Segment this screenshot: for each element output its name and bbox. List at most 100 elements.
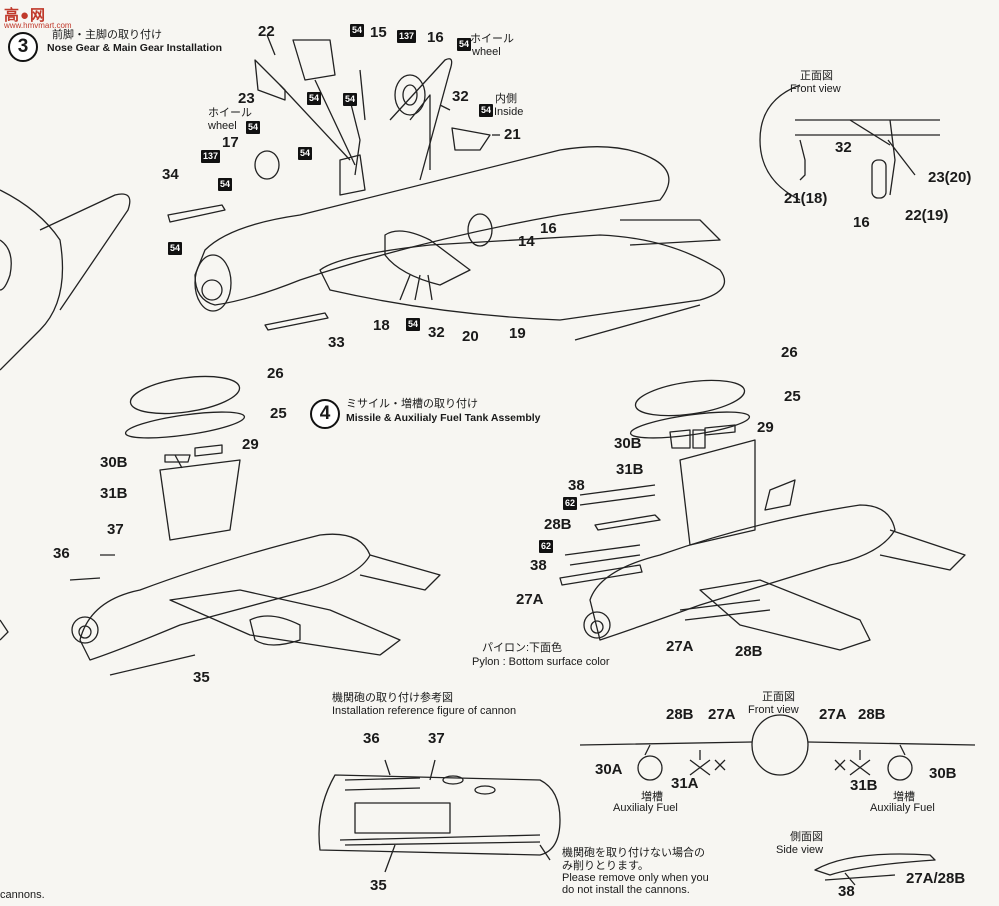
wheel-label-en-a: wheel <box>472 46 501 58</box>
left-part-25: 25 <box>270 405 287 422</box>
fv-part-32: 32 <box>835 139 852 156</box>
step-4-title-jp: ミサイル・増槽の取り付け <box>346 398 478 410</box>
right-part-29: 29 <box>757 419 774 436</box>
part-16a: 16 <box>427 29 444 46</box>
step4-right-aircraft <box>559 379 966 651</box>
color-badge-137: 137 <box>397 30 417 43</box>
wheel-label-jp-a: ホイール <box>470 33 514 45</box>
part-16b: 16 <box>540 220 557 237</box>
color-badge-54: 54 <box>350 24 365 37</box>
fv-part-30b: 30B <box>929 765 957 782</box>
step4-front-view <box>579 714 976 781</box>
part-17: 17 <box>222 134 239 151</box>
right-part-28b: 28B <box>544 516 572 533</box>
color-badge-54h: 54 <box>218 178 233 191</box>
cannon-part-37: 37 <box>428 730 445 747</box>
fv-part-16: 16 <box>853 214 870 231</box>
color-badge-54f: 54 <box>246 121 261 134</box>
part-18: 18 <box>373 317 390 334</box>
step-3-number: 3 <box>8 32 38 62</box>
right-part-26: 26 <box>781 344 798 361</box>
color-badge-54c: 54 <box>307 92 322 105</box>
left-part-36: 36 <box>53 545 70 562</box>
part-14: 14 <box>518 233 535 250</box>
step3-fuselage <box>167 34 726 341</box>
side-part-27a-28b: 27A/28B <box>906 870 966 887</box>
left-part-37: 37 <box>107 521 124 538</box>
color-badge-54i: 54 <box>168 242 183 255</box>
inside-label-jp: 内側 <box>495 93 517 105</box>
step3-front-view <box>759 84 940 201</box>
fv-part-31b: 31B <box>850 777 878 794</box>
part-15: 15 <box>370 24 387 41</box>
fv-part-28b-a: 28B <box>666 706 694 723</box>
right-part-38b: 38 <box>530 557 547 574</box>
cannon-part-35: 35 <box>370 877 387 894</box>
wheel-label-en-b: wheel <box>208 120 237 132</box>
step4-left-aircraft <box>69 375 441 676</box>
cannon-title-jp: 機関砲の取り付け参考図 <box>332 692 453 704</box>
cannon-part-36: 36 <box>363 730 380 747</box>
step-3-title-jp: 前脚・主脚の取り付け <box>52 29 162 41</box>
front-view-jp-b: 正面図 <box>762 691 795 703</box>
pylon-note-jp: パイロン:下面色 <box>482 642 563 654</box>
color-badge-137b: 137 <box>201 150 221 163</box>
right-part-38a: 38 <box>568 477 585 494</box>
fv-part-23: 23(20) <box>928 169 972 186</box>
step-3-title-en: Nose Gear & Main Gear Installation <box>47 42 223 54</box>
color-badge-54g: 54 <box>298 147 313 160</box>
pylon-note-en: Pylon : Bottom surface color <box>472 656 610 668</box>
left-part-31b: 31B <box>100 485 128 502</box>
part-33: 33 <box>328 334 345 351</box>
logo-text: 高●网 <box>4 7 47 24</box>
part-23: 23 <box>238 90 255 107</box>
side-part-38: 38 <box>838 883 855 900</box>
partial-aircraft-left <box>0 189 131 641</box>
right-part-30b: 30B <box>614 435 642 452</box>
side-view-en: Side view <box>776 844 824 856</box>
side-view-jp: 側面図 <box>790 831 823 843</box>
cannon-note-en-2: do not install the cannons. <box>562 884 690 896</box>
site-logo: 高●网 <box>4 4 46 25</box>
fv-part-27a-a: 27A <box>708 706 736 723</box>
fv-part-30a: 30A <box>595 761 623 778</box>
left-part-29: 29 <box>242 436 259 453</box>
fv-part-31a: 31A <box>671 775 699 792</box>
part-21: 21 <box>504 126 521 143</box>
right-part-25: 25 <box>784 388 801 405</box>
left-part-30b: 30B <box>100 454 128 471</box>
logo-subtext: www.hmvmart.com <box>4 21 72 30</box>
color-badge-54b: 54 <box>457 38 472 51</box>
left-cut-text: cannons. <box>0 889 45 901</box>
right-part-31b: 31B <box>616 461 644 478</box>
cannon-reference <box>318 759 561 873</box>
step-4-number: 4 <box>310 399 340 429</box>
part-32a: 32 <box>452 88 469 105</box>
front-view-en-b: Front view <box>748 704 799 716</box>
part-20: 20 <box>462 328 479 345</box>
aux-fuel-en-a: Auxilialy Fuel <box>613 802 678 814</box>
right-part-28b-2: 28B <box>735 643 763 660</box>
wheel-label-jp-b: ホイール <box>208 107 252 119</box>
cannon-note-jp-1: 機関砲を取り付けない場合の <box>562 847 705 859</box>
color-badge-54d: 54 <box>343 93 358 106</box>
part-32b: 32 <box>428 324 445 341</box>
cannon-note-jp-2: み削りとります。 <box>562 860 649 872</box>
step-4-title-en: Missile & Auxilialy Fuel Tank Assembly <box>346 412 541 424</box>
inside-label-en: Inside <box>494 106 524 118</box>
front-view-jp-a: 正面図 <box>800 70 833 82</box>
fv-part-27a-b: 27A <box>819 706 847 723</box>
part-22: 22 <box>258 23 275 40</box>
fv-part-22: 22(19) <box>905 207 949 224</box>
fv-part-28b-b: 28B <box>858 706 886 723</box>
color-badge-62a: 62 <box>563 497 578 510</box>
step4-side-view <box>814 853 936 886</box>
front-view-en-a: Front view <box>790 83 841 95</box>
left-part-26: 26 <box>267 365 284 382</box>
aux-fuel-jp-a: 増槽 <box>641 791 663 803</box>
fv-part-21: 21(18) <box>784 190 828 207</box>
right-part-27a: 27A <box>516 591 544 608</box>
part-19: 19 <box>509 325 526 342</box>
cannon-title-en: Installation reference figure of cannon <box>332 705 517 717</box>
